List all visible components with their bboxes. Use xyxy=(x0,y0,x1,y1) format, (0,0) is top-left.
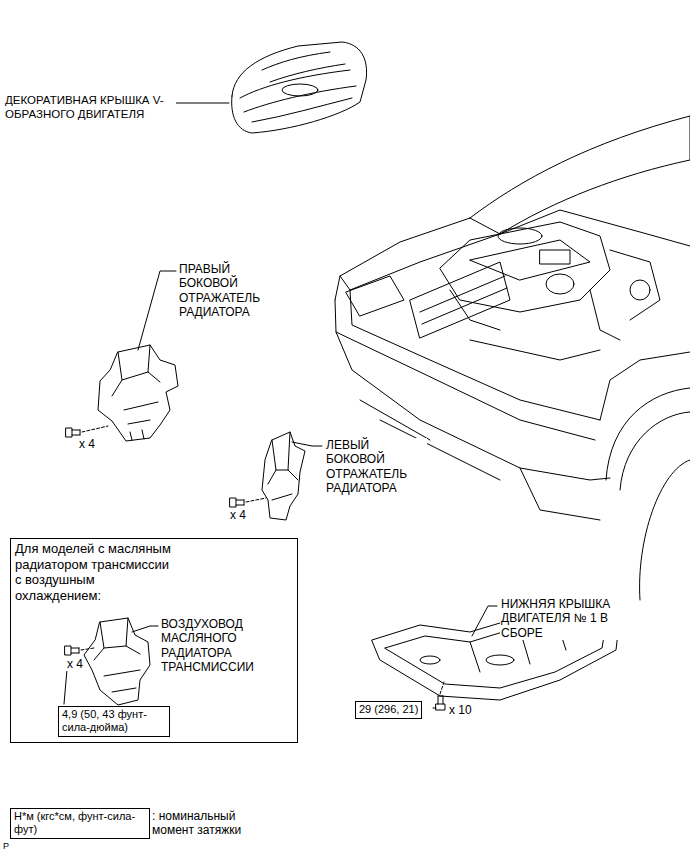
part-name: ВОЗДУХОВОД МАСЛЯНОГО РАДИАТОРА ТРАНСМИСС… xyxy=(160,617,274,675)
figure-code: P xyxy=(2,841,10,852)
leader-line xyxy=(472,606,497,636)
air-duct xyxy=(84,618,150,705)
bolt-leader xyxy=(81,648,94,650)
box-text: Для моделей с масляным радиатором трансм… xyxy=(15,541,175,603)
leader-line xyxy=(176,103,229,104)
box-text: 29 (296, 21) xyxy=(359,703,418,716)
box-text: Н*м (кгс*см, фунт-сила-фут) xyxy=(14,810,146,836)
part-name: ДЕКОРАТИВНАЯ КРЫШКА V- ОБРАЗНОГО ДВИГАТЕ… xyxy=(4,94,176,122)
bolt xyxy=(65,646,79,655)
quantity: x 4 xyxy=(78,437,96,451)
bolt xyxy=(230,498,244,507)
left-deflector xyxy=(262,432,305,520)
leader-line xyxy=(132,626,158,632)
legend-box: Н*м (кгс*см, фунт-сила-фут) xyxy=(10,808,150,839)
part-name: НИЖНЯЯ КРЫШКА ДВИГАТЕЛЯ № 1 В СБОРЕ xyxy=(500,597,626,640)
vehicle-front xyxy=(335,116,690,600)
quantity: x 4 xyxy=(66,657,84,671)
box-text: 4,9 (50, 43 фунт-сила-дюйма) xyxy=(62,708,166,734)
bolt-leader xyxy=(82,426,108,432)
quantity: x 4 xyxy=(229,508,247,522)
bolt xyxy=(436,696,445,710)
legend-note: : номинальный момент затяжки xyxy=(151,809,257,838)
leader-line xyxy=(433,708,436,709)
bolt-leader xyxy=(246,498,266,502)
part-name: ПРАВЫЙ БОКОВОЙ ОТРАЖАТЕЛЬ РАДИАТОРА xyxy=(178,262,280,320)
quantity: x 10 xyxy=(448,703,473,717)
torque-box: 4,9 (50, 43 фунт-сила-дюйма) xyxy=(58,706,170,737)
leader-line xyxy=(138,271,176,350)
bolt-leader xyxy=(440,682,444,694)
part-name: ЛЕВЫЙ БОКОВОЙ ОТРАЖАТЕЛЬ РАДИАТОРА xyxy=(325,438,427,496)
engine-cover xyxy=(232,42,367,133)
bolt xyxy=(66,428,80,437)
leader-line xyxy=(292,442,322,446)
torque-box: 29 (296, 21) xyxy=(355,701,422,719)
right-deflector xyxy=(98,345,178,441)
